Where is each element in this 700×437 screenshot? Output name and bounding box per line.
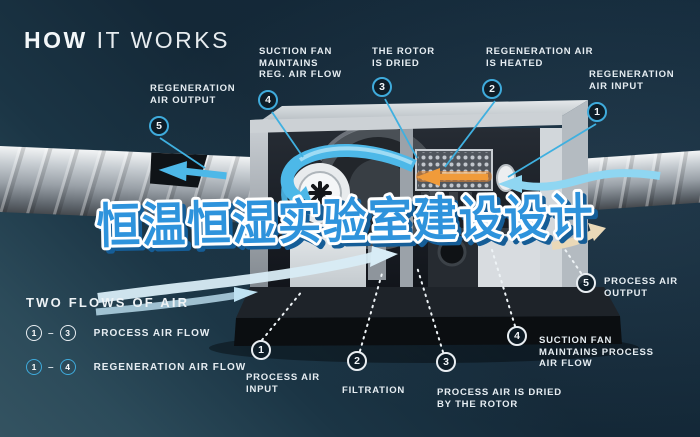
callout-regen-air-input-label: REGENERATION AIR INPUT [589,69,675,92]
legend-badge-from: 1 [26,325,42,341]
legend-dash: – [48,327,54,339]
callout-suction-fan-process-label: SUCTION FAN MAINTAINS PROCESS AIR FLOW [539,335,654,369]
badge-number: 2 [354,355,360,367]
legend-dash: – [48,361,54,373]
badge-regen-3: 3 [372,77,392,97]
badge-process-4: 4 [507,326,527,346]
callout-process-air-input-label: PROCESS AIR INPUT [246,372,320,395]
badge-number: 1 [258,344,264,356]
badge-process-1: 1 [251,340,271,360]
page-title-light: IT WORKS [96,27,230,53]
legend-badge-from: 1 [26,359,42,375]
badge-regen-2: 2 [482,79,502,99]
legend-row-process: 1 – 3 PROCESS AIR FLOW [26,323,210,343]
legend-row-regeneration: 1 – 4 REGENERATION AIR FLOW [26,357,246,377]
badge-regen-5: 5 [149,116,169,136]
page-title: HOW IT WORKS [24,27,230,54]
badge-number: 5 [156,120,162,132]
page-title-bold: HOW [24,27,88,53]
callout-regen-air-output-label: REGENERATION AIR OUTPUT [150,83,236,106]
badge-process-2: 2 [347,351,367,371]
badge-regen-1: 1 [587,102,607,122]
callout-process-dried-label: PROCESS AIR IS DRIED BY THE ROTOR [437,387,562,410]
badge-number: 4 [265,94,271,106]
badge-number: 2 [489,83,495,95]
callout-rotor-dried-label: THE ROTOR IS DRIED [372,46,435,69]
callout-air-heated-label: REGENERATION AIR IS HEATED [486,46,594,69]
badge-process-3: 3 [436,352,456,372]
badge-number: 5 [583,277,589,289]
badge-regen-4: 4 [258,90,278,110]
badge-number: 3 [379,81,385,93]
legend-badge-to: 3 [59,325,76,341]
legend-label-process: PROCESS AIR FLOW [93,327,211,339]
callout-suction-fan-regen-label: SUCTION FAN MAINTAINS REG. AIR FLOW [259,46,342,80]
badge-number: 3 [443,356,449,368]
legend-label-regeneration: REGENERATION AIR FLOW [93,361,247,373]
legend-badge-to: 4 [59,359,76,375]
callout-process-air-output-label: PROCESS AIR OUTPUT [604,276,678,299]
callout-filtration-label: FILTRATION [342,385,406,396]
badge-process-5: 5 [576,273,596,293]
badge-number: 4 [514,330,520,342]
badge-number: 1 [594,106,600,118]
